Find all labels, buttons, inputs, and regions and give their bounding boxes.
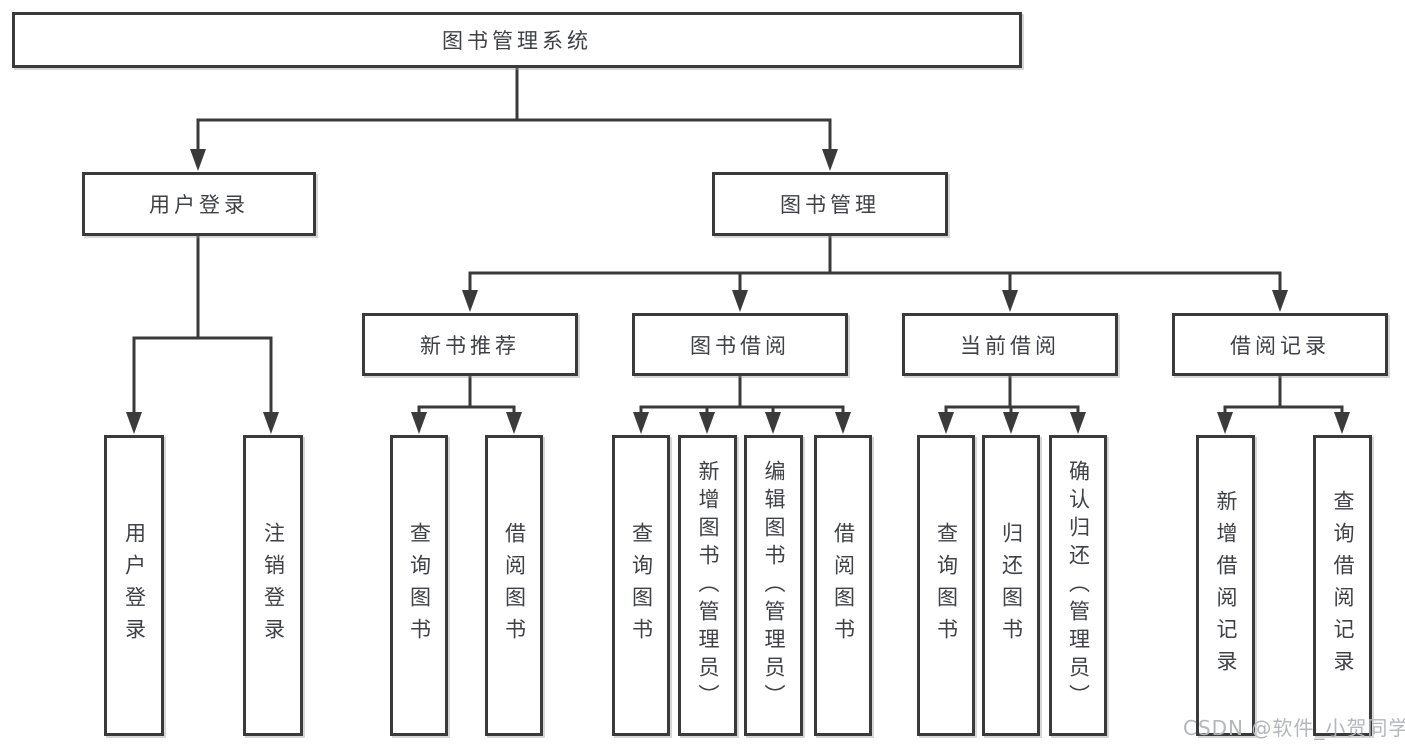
node-user-login: 用户登录 bbox=[82, 172, 316, 236]
leaf-query-borrow-record: 查询借阅记录 bbox=[1313, 435, 1372, 736]
leaf-query-books: 查询图书 bbox=[390, 435, 448, 736]
leaf-query-books: 查询图书 bbox=[612, 435, 670, 736]
leaf-logout: 注销登录 bbox=[243, 435, 303, 736]
leaf-edit-books-admin: 编辑图书（管理员） bbox=[744, 435, 803, 736]
leaf-add-books-admin: 新增图书（管理员） bbox=[678, 435, 737, 736]
node-current-borrow: 当前借阅 bbox=[902, 313, 1118, 376]
node-book-borrow: 图书借阅 bbox=[632, 313, 848, 376]
node-library-management-system: 图书管理系统 bbox=[12, 12, 1022, 68]
leaf-query-books: 查询图书 bbox=[917, 435, 975, 736]
csdn-watermark: CSDN @软件_小贺同学 bbox=[1183, 716, 1405, 740]
leaf-confirm-return-admin: 确认归还（管理员） bbox=[1049, 435, 1107, 736]
leaf-user-login: 用户登录 bbox=[104, 435, 164, 736]
node-book-management: 图书管理 bbox=[712, 172, 948, 236]
leaf-borrow-books: 借阅图书 bbox=[485, 435, 543, 736]
leaf-borrow-books: 借阅图书 bbox=[814, 435, 872, 736]
node-new-book-recommend: 新书推荐 bbox=[362, 313, 578, 376]
leaf-return-books: 归还图书 bbox=[982, 435, 1040, 736]
leaf-add-borrow-record: 新增借阅记录 bbox=[1196, 435, 1255, 736]
node-borrow-records: 借阅记录 bbox=[1172, 313, 1388, 376]
